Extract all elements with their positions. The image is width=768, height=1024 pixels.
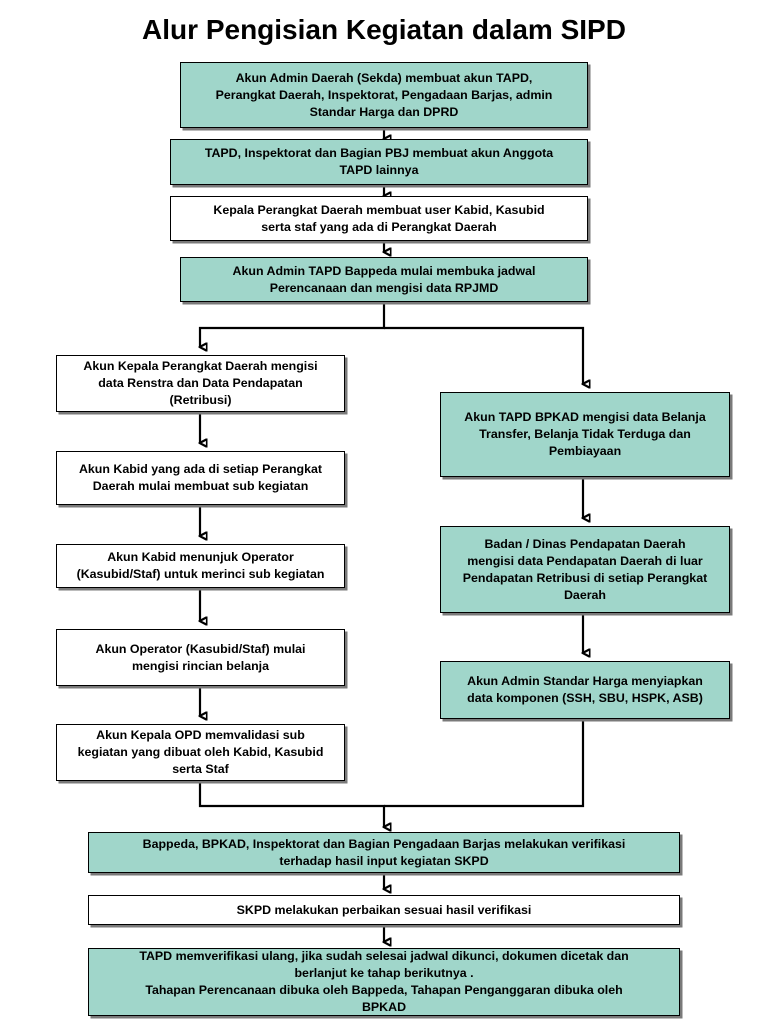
node-tapd-bpkad-belanja[interactable]: Akun TAPD BPKAD mengisi data Belanja Tra…	[440, 392, 730, 477]
node-kepala-perangkat-renstra[interactable]: Akun Kepala Perangkat Daerah mengisi dat…	[56, 355, 345, 412]
edge-n4-left	[200, 302, 386, 347]
edge-R3-b1	[384, 719, 585, 808]
edge-L5-b1	[198, 781, 384, 827]
node-tapd-inspektorat-pbj[interactable]: TAPD, Inspektorat dan Bagian PBJ membuat…	[170, 139, 588, 185]
node-skpd-perbaikan[interactable]: SKPD melakukan perbaikan sesuai hasil ve…	[88, 895, 680, 925]
node-verifikasi-bappeda-bpkad[interactable]: Bappeda, BPKAD, Inspektorat dan Bagian P…	[88, 832, 680, 873]
edge-n4-right	[384, 326, 583, 384]
node-badan-dinas-pendapatan[interactable]: Badan / Dinas Pendapatan Daerah mengisi …	[440, 526, 730, 613]
node-admin-daerah[interactable]: Akun Admin Daerah (Sekda) membuat akun T…	[180, 62, 588, 128]
node-admin-tapd-bappeda[interactable]: Akun Admin TAPD Bappeda mulai membuka ja…	[180, 257, 588, 302]
node-kepala-opd-validasi[interactable]: Akun Kepala OPD memvalidasi sub kegiatan…	[56, 724, 345, 781]
node-kabid-menunjuk-operator[interactable]: Akun Kabid menunjuk Operator (Kasubid/St…	[56, 544, 345, 588]
node-operator-rincian-belanja[interactable]: Akun Operator (Kasubid/Staf) mulai mengi…	[56, 629, 345, 686]
node-kabid-sub-kegiatan[interactable]: Akun Kabid yang ada di setiap Perangkat …	[56, 451, 345, 505]
node-admin-standar-harga[interactable]: Akun Admin Standar Harga menyiapkan data…	[440, 661, 730, 719]
node-kepala-perangkat-daerah[interactable]: Kepala Perangkat Daerah membuat user Kab…	[170, 196, 588, 241]
page-title: Alur Pengisian Kegiatan dalam SIPD	[142, 14, 626, 45]
node-tapd-verifikasi-ulang[interactable]: TAPD memverifikasi ulang, jika sudah sel…	[88, 948, 680, 1016]
